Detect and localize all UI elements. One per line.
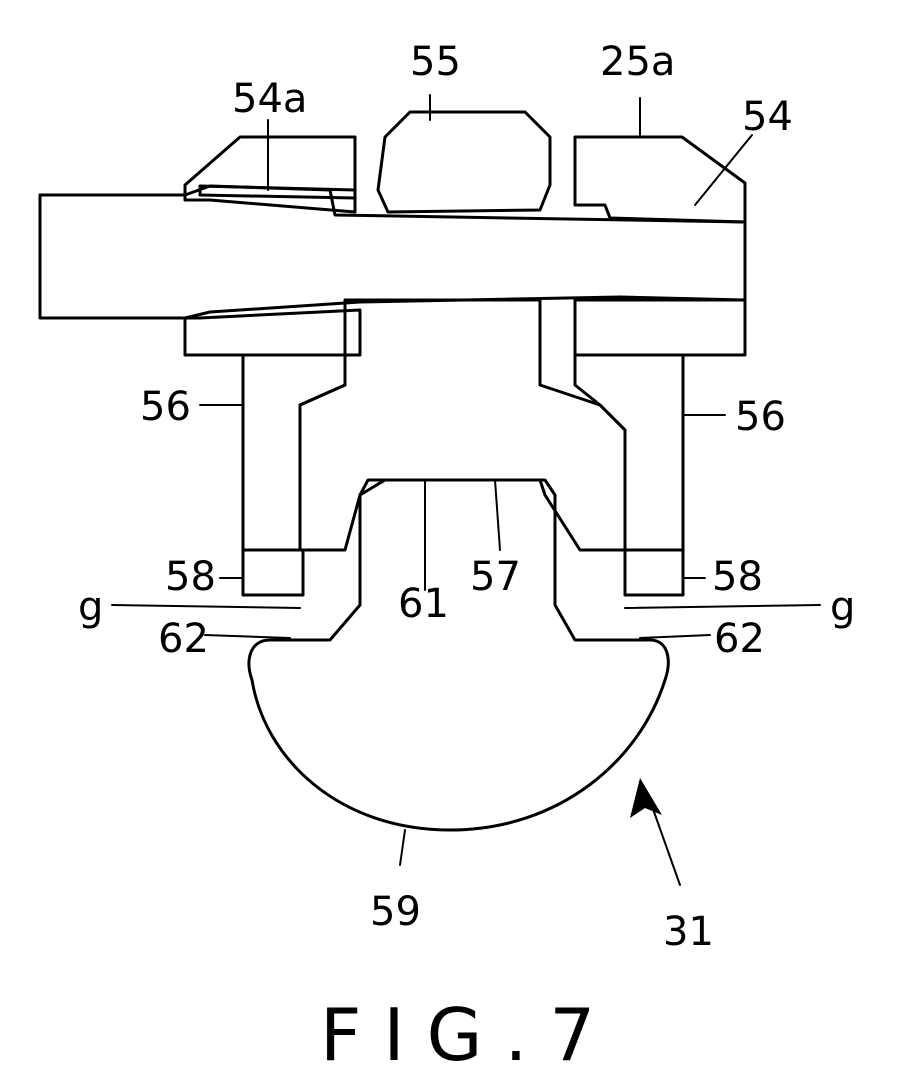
shaft-54 bbox=[40, 186, 745, 318]
holder-25a-upper bbox=[185, 137, 355, 212]
arrow-31-head bbox=[630, 778, 662, 818]
foot-58-left bbox=[243, 550, 303, 595]
label-61: 61 bbox=[398, 581, 449, 627]
rubber-55 bbox=[378, 112, 550, 212]
label-62-right: 62 bbox=[714, 616, 765, 662]
foot-58-right bbox=[625, 550, 683, 595]
label-58-left: 58 bbox=[165, 554, 216, 600]
label-31: 31 bbox=[663, 909, 714, 955]
holder-25a-lower-left bbox=[185, 310, 360, 355]
label-57: 57 bbox=[470, 554, 521, 600]
label-56-right: 56 bbox=[735, 394, 786, 440]
label-62-left: 62 bbox=[158, 616, 209, 662]
label-58-right: 58 bbox=[712, 554, 763, 600]
label-g-left: g bbox=[78, 584, 103, 630]
ball-59 bbox=[249, 480, 668, 830]
holder-25a-lower-right bbox=[575, 300, 745, 355]
label-54: 54 bbox=[742, 94, 793, 140]
label-55: 55 bbox=[410, 39, 461, 85]
label-59: 59 bbox=[370, 889, 421, 935]
wall-56-left bbox=[243, 355, 345, 550]
label-g-right: g bbox=[830, 584, 855, 630]
holder-25a-upper-right bbox=[575, 137, 745, 222]
label-25a: 25a bbox=[600, 39, 675, 85]
label-56-left: 56 bbox=[140, 384, 191, 430]
label-54a: 54a bbox=[232, 76, 307, 122]
figure-caption: FIG.7 bbox=[320, 993, 617, 1077]
wall-56-right bbox=[575, 355, 683, 550]
